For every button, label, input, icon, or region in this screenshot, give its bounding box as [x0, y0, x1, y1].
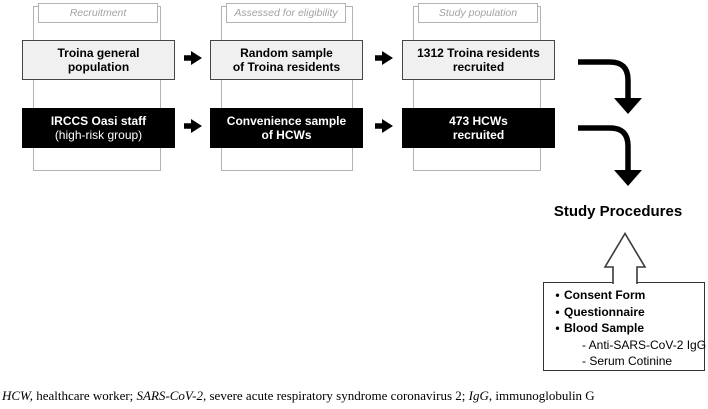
abbreviations-footnote: HCW, healthcare worker; SARS-CoV-2, seve… — [2, 388, 706, 404]
node-line: Random sample — [240, 45, 333, 60]
column-header-eligibility: Assessed for eligibility — [226, 3, 346, 23]
procedure-subitem-serum-cotinine: - Serum Cotinine — [582, 354, 673, 368]
node-line: recruited — [452, 128, 505, 142]
node-troina-general-population: Troina general population — [22, 40, 175, 80]
curved-down-arrow-icon — [578, 125, 642, 186]
study-procedures-title: Study Procedures — [553, 203, 683, 220]
node-line: Troina general — [57, 45, 140, 60]
bullet-icon: • — [555, 304, 560, 319]
node-troina-recruited: 1312 Troina residents recruited — [402, 40, 555, 80]
node-line: recruited — [452, 60, 505, 74]
right-arrow-icon — [375, 51, 393, 65]
bullet-icon: • — [555, 288, 560, 302]
node-hcws-recruited: 473 HCWs recruited — [402, 108, 555, 148]
column-header-label: Assessed for eligibility — [234, 7, 338, 19]
right-arrow-icon — [184, 51, 202, 65]
column-header-label: Study population — [438, 7, 518, 19]
column-header-study-population: Study population — [418, 3, 538, 23]
footnote-segment: , immunoglobulin G — [488, 388, 595, 403]
node-line: population — [67, 60, 130, 74]
node-random-sample: Random sample of Troina residents — [210, 40, 363, 80]
curved-down-arrow-icon — [578, 59, 642, 114]
procedure-item-questionnaire: • Questionnaire — [551, 304, 700, 321]
footnote-segment: HCW, — [2, 388, 33, 403]
procedure-item-consent-form: • Consent Form — [551, 287, 700, 304]
node-line: IRCCS Oasi staff — [50, 113, 147, 128]
procedure-label: Consent Form — [564, 288, 646, 302]
procedure-subitem-anti-sars-cov-2-igg: - Anti-SARS-CoV-2 IgG — [582, 337, 707, 352]
footnote-segment: IgG — [468, 388, 489, 403]
node-line: 473 HCWs — [449, 113, 508, 128]
column-header-recruitment: Recruitment — [38, 3, 158, 23]
node-line: (high-risk group) — [54, 128, 143, 142]
study-procedures-box: • Consent Form • Questionnaire • Blood S… — [543, 282, 707, 371]
node-line: 1312 Troina residents — [417, 45, 540, 60]
footnote-segment: healthcare worker; — [32, 388, 137, 403]
column-header-label: Recruitment — [69, 7, 127, 19]
node-line: of Troina residents — [232, 60, 341, 74]
procedure-label: Questionnaire — [564, 304, 645, 319]
block-up-arrow-icon — [603, 232, 647, 284]
node-convenience-sample: Convenience sample of HCWs — [210, 108, 363, 148]
footnote-segment: SARS-CoV-2 — [136, 388, 203, 403]
procedure-item-blood-sample: • Blood Sample — [551, 320, 700, 337]
footnote-segment: , severe acute respiratory syndrome coro… — [202, 388, 469, 403]
procedure-label: Blood Sample — [564, 321, 645, 335]
node-line: Convenience sample — [226, 113, 347, 128]
bullet-icon: • — [555, 321, 560, 335]
right-arrow-icon — [375, 119, 393, 133]
right-arrow-icon — [184, 119, 202, 133]
node-irccs-oasi-staff: IRCCS Oasi staff (high-risk group) — [22, 108, 175, 148]
node-line: of HCWs — [261, 128, 312, 142]
